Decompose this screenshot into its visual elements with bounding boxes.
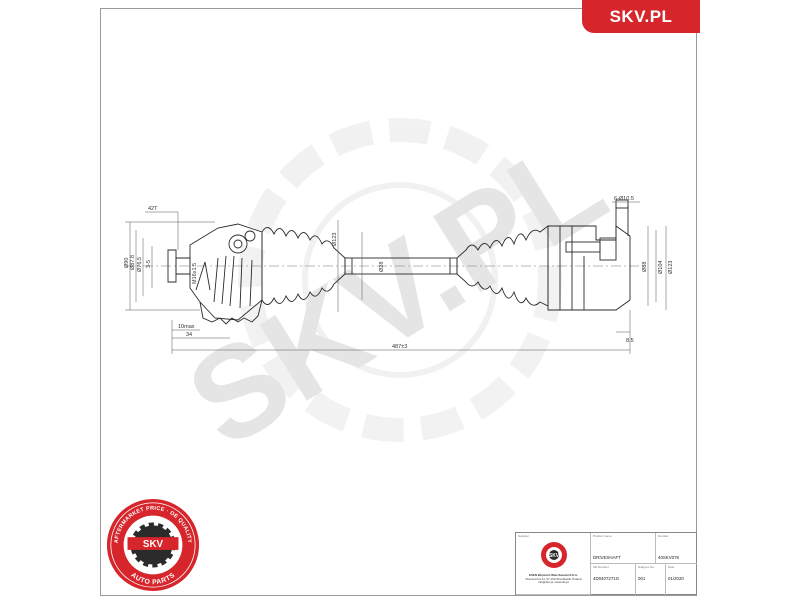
tb-product-label: Product name: [593, 534, 612, 538]
tb-company-line-1: ESEN Wojciech Wierzbowski S.K.A.: [529, 573, 578, 577]
tb-company-logo-text: SKV: [549, 553, 560, 559]
tb-diagram-label: Diagram No.: [638, 565, 655, 569]
tb-date-value: 01/2020: [668, 576, 684, 581]
tb-company-address: ESEN Wojciech Wierzbowski S.K.A. Poprzec…: [517, 573, 590, 585]
tb-company-cell: Supplier SKV ESEN Wojciech Wierzbowski S…: [516, 533, 591, 595]
dim-flange-thickness: 8.5: [626, 338, 634, 344]
dim-boot-outer: Ø123: [332, 233, 338, 246]
tb-company-logo: SKV: [541, 542, 567, 568]
dim-spline-count: 42T: [148, 206, 158, 212]
tb-date-label: Date: [668, 565, 675, 569]
dim-overall-length: 487±3: [392, 344, 407, 350]
tb-diagram-cell: Diagram No. 001: [636, 564, 666, 595]
dim-stub-total: 34: [186, 332, 192, 338]
tb-oe-label: OE Number: [593, 565, 609, 569]
dim-thread-pitch: 3-5: [146, 260, 152, 268]
tb-product-cell: Product name DRIVESHAFT: [591, 533, 656, 564]
seal-banner: [127, 537, 179, 550]
dim-stub-length: 10max: [178, 324, 195, 330]
dim-thread: Ø76.5: [137, 257, 143, 272]
dim-outer-bell: Ø90: [124, 258, 130, 268]
tb-diagram-value: 001: [638, 576, 646, 581]
watermark: [238, 118, 562, 442]
tb-oe-cell: OE Number 4D0407271G: [591, 564, 636, 595]
seal-inner-ring: [110, 502, 196, 588]
watermark-gear-hub: [302, 182, 498, 378]
seal-center-text: SKV: [143, 539, 164, 550]
dim-stub: M16x1.5: [192, 263, 198, 284]
watermark-gear-ring: [238, 118, 562, 442]
brand-badge[interactable]: SKV.PL: [582, 0, 700, 33]
dimension-lines: [125, 201, 667, 354]
tb-company-label: Supplier: [518, 534, 530, 538]
title-block: Supplier SKV ESEN Wojciech Wierzbowski S…: [515, 532, 697, 595]
tb-company-line-3: info@skv.pl, www.skv.pl: [538, 580, 569, 585]
tb-oe-value: 4D0407271G: [593, 576, 620, 581]
outer-cv-joint: [167, 223, 263, 325]
tb-number-value: 40SKV078: [658, 555, 679, 560]
dim-inner-seat: Ø88: [642, 262, 648, 272]
dim-flange-pcd: Ø104: [658, 261, 664, 274]
dim-shaft: Ø28: [379, 262, 385, 272]
quality-seal: SKV AFTERMARKET PRICE · OE QUALITY AUTO …: [106, 498, 200, 592]
brand-name: SKV.PL: [609, 6, 673, 26]
inner-cv-joint: [547, 199, 631, 311]
tb-number-cell: Number 40SKV078: [656, 533, 697, 564]
tb-company-line-2: Poprzeczna 41, 57-100 Wroclawski, Poland: [525, 576, 582, 581]
tb-product-value: DRIVESHAFT: [593, 555, 621, 560]
dim-bolt-holes: 6-Ø10.5: [614, 196, 634, 202]
tb-number-label: Number: [658, 534, 669, 538]
dim-flange-outer: Ø123: [668, 261, 674, 274]
dim-outer-seat: Ø87.8: [130, 255, 136, 270]
tb-date-cell: Date 01/2020: [666, 564, 697, 595]
